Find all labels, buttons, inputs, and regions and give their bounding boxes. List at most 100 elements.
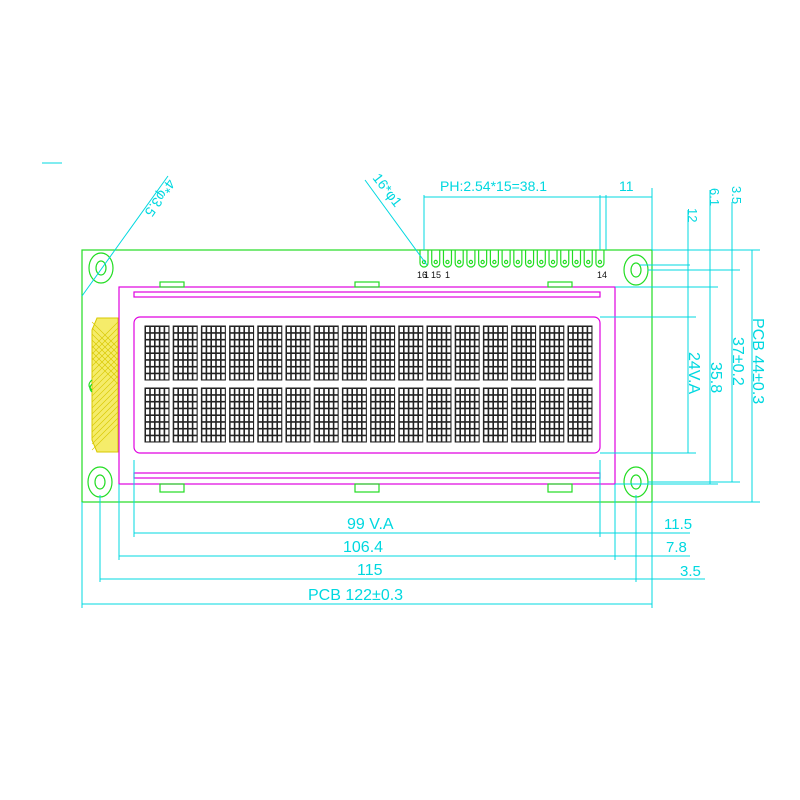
connector-pin [536,250,546,268]
character-cell [313,387,339,443]
character-cell [482,387,508,443]
viewing-area [133,316,601,454]
bezel-bottom-strip [133,472,601,479]
connector-pin [513,250,523,268]
width-115-label: 115 [357,562,383,579]
height-37-label: 37±0.2 [729,337,746,386]
pin-label-15: 15 [431,270,441,280]
character-cell [454,387,480,443]
character-cell [511,387,537,443]
width-106-4-label: 106.4 [343,539,383,556]
connector-pin [478,250,488,268]
character-cell [313,325,339,381]
character-cell [257,387,283,443]
character-cell [370,387,396,443]
character-cell [229,325,255,381]
character-cell [257,325,283,381]
pin-hole [445,259,450,265]
dimension-lines [81,175,760,608]
pin-hole [539,259,544,265]
connector-pin [501,250,511,268]
pin-offset-label: 11 [619,178,634,194]
pin-label-16: 16 [417,270,427,280]
pin-label-1b: 1 [445,270,450,280]
top-12-label: 12 [685,208,700,222]
character-cell [172,387,198,443]
connector-pins [419,250,605,268]
pin-hole [433,259,438,265]
character-cell [426,325,452,381]
pin-hole [503,259,509,265]
pin-hole [562,259,567,265]
right-3-5-label: 3.5 [680,563,701,580]
pin-label-1: 1 [424,270,429,280]
connector-pin [548,250,558,268]
connector-pin [524,250,535,268]
va-height-label: 24V.A [685,352,702,394]
character-cell [144,325,170,381]
connector-pin [454,250,464,268]
character-cell [285,387,311,443]
connector-pin [419,250,429,268]
pin-hole [597,259,603,265]
right-7-8-label: 7.8 [666,539,687,556]
character-cell [341,325,367,381]
top-3-5-label: 3.5 [729,186,744,204]
va-width-label: 99 V.A [347,516,394,533]
connector-pin [571,250,582,268]
pin-hole [574,259,579,265]
mount-hole-label: 4*φ3.5 [141,176,178,220]
pin-hole [527,259,532,265]
pin-label-14: 14 [597,270,607,280]
pin-hole-label: 16*φ1 [370,170,406,210]
character-cell [398,387,424,443]
character-cell [567,387,593,443]
connector-pin [442,250,453,268]
character-cell [144,387,170,443]
character-cell [426,387,452,443]
pin-hole [586,259,591,265]
left-connector-pads [88,317,119,453]
character-cell [539,325,565,381]
character-cell [482,325,508,381]
character-grid [144,325,593,443]
connector-pin [489,250,499,268]
connector-pin [431,250,441,268]
pcb-height-label: PCB 44±0.3 [749,318,766,404]
character-cell [539,387,565,443]
character-cell [200,387,226,443]
character-cell [285,325,311,381]
character-cell [172,325,198,381]
pcb-width-label: PCB 122±0.3 [308,587,403,604]
pin-hole [515,259,521,265]
mounting-hole-bl [87,466,113,498]
pitch-label: PH:2.54*15=38.1 [440,178,547,194]
mounting-hole-tr [623,254,649,286]
connector-pin [560,250,570,268]
character-cell [229,387,255,443]
character-cell [398,325,424,381]
connector-pin [595,250,605,268]
pin-hole [480,259,485,265]
connector-pin [583,250,593,268]
pcb-outline [81,249,653,503]
pin-hole [468,259,474,265]
character-cell [370,325,396,381]
character-cell [200,325,226,381]
bezel-tabs [159,281,573,493]
connector-pin [466,250,476,268]
top-6-1-label: 6.1 [707,188,722,206]
character-cell [454,325,480,381]
character-cell [341,387,367,443]
pin-hole [492,259,497,265]
bezel-top-strip [133,291,601,298]
mounting-hole-br [623,466,649,498]
pin-hole [550,259,556,265]
character-cell [567,325,593,381]
right-11-5-label: 11.5 [664,516,692,533]
mounting-hole-tl [88,252,114,284]
character-cell [511,325,537,381]
height-35-8-label: 35.8 [707,362,724,393]
pin-hole [456,259,462,265]
